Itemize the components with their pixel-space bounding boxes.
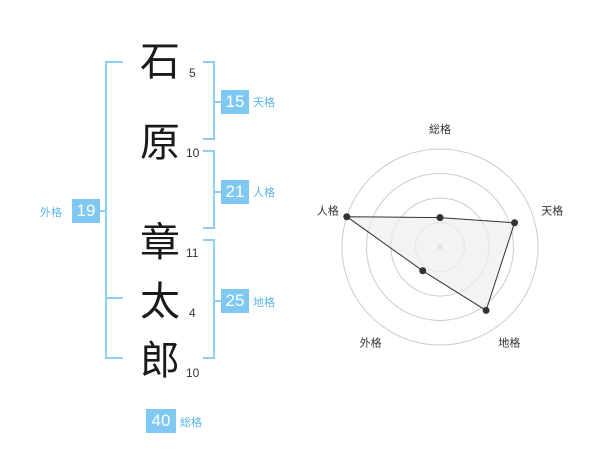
gaikaku-label: 外格 xyxy=(40,206,62,219)
soukaku-label: 総格 xyxy=(180,416,202,429)
tenkaku-connector xyxy=(213,101,221,103)
radar-point-3 xyxy=(482,306,490,314)
tenkaku-bracket xyxy=(203,61,215,140)
stroke-count-3: 11 xyxy=(186,246,199,260)
name-char-5: 郎 xyxy=(140,338,180,384)
gaikaku-bracket xyxy=(105,61,123,359)
name-char-3: 章 xyxy=(140,220,180,266)
radar-axis-label: 人格 xyxy=(317,204,339,218)
radar-ring xyxy=(366,173,514,321)
chikaku-connector xyxy=(213,300,221,302)
radar-axis-label: 外格 xyxy=(360,335,382,349)
gaikaku-value-badge: 19 xyxy=(72,199,100,223)
radar-ring xyxy=(341,148,539,346)
radar-points xyxy=(343,213,519,314)
soukaku-value-badge: 40 xyxy=(146,409,176,433)
gaikaku-connector xyxy=(99,210,107,212)
radar-data-polygon xyxy=(345,216,516,312)
stroke-count-5: 10 xyxy=(186,366,200,380)
tenkaku-value-badge: 15 xyxy=(221,90,249,114)
radar-axis-label: 地格 xyxy=(498,335,520,349)
stroke-count-2: 10 xyxy=(186,146,200,160)
jinkaku-value-badge: 21 xyxy=(221,180,249,204)
chikaku-bracket xyxy=(203,239,215,359)
radar-axis-label: 天格 xyxy=(541,204,563,218)
radar-point-2 xyxy=(511,219,519,227)
chikaku-label: 地格 xyxy=(253,296,275,309)
chikaku-value-badge: 25 xyxy=(221,289,249,313)
name-char-4: 太 xyxy=(140,279,180,325)
tenkaku-label: 天格 xyxy=(253,96,275,109)
radar-point-1 xyxy=(436,214,444,222)
name-char-1: 石 xyxy=(140,39,180,85)
radar-axis-label: 総格 xyxy=(429,122,451,136)
stroke-count-4: 4 xyxy=(189,306,196,320)
stroke-count-1: 5 xyxy=(189,66,196,80)
radar-point-5 xyxy=(343,213,351,221)
jinkaku-label: 人格 xyxy=(253,186,275,199)
jinkaku-connector xyxy=(213,191,221,193)
jinkaku-bracket xyxy=(203,150,215,229)
gaikaku-divider xyxy=(105,297,123,299)
radar-point-4 xyxy=(419,267,427,275)
name-char-2: 原 xyxy=(140,120,180,166)
